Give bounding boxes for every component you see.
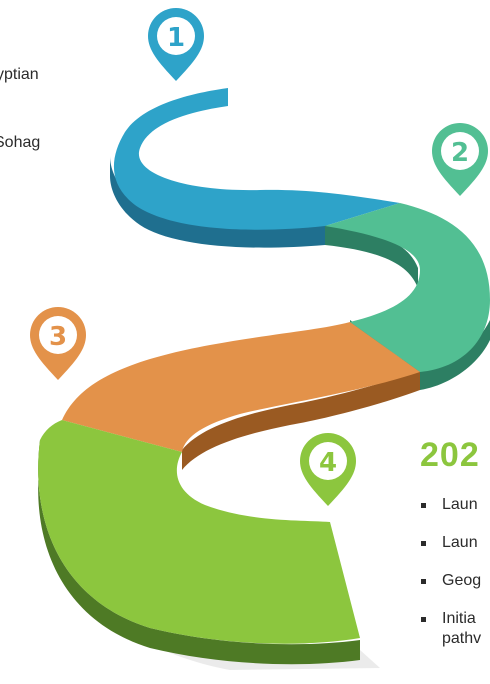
pin-number-4: 4: [319, 448, 337, 478]
bullet-item-2: Laun: [420, 534, 481, 572]
pin-number-3: 3: [49, 322, 67, 352]
bullet-text-1: Laun: [442, 496, 478, 513]
year-heading: 202: [420, 436, 480, 474]
road-segment-1: [113, 88, 401, 230]
pin-number-2: 2: [451, 138, 469, 168]
bullet-text-2: Laun: [442, 534, 478, 551]
bullet-list: Laun Laun Geog Initia pathv: [420, 496, 481, 648]
milestone-pin-1: 1: [148, 8, 204, 81]
road-segment-2: [325, 203, 490, 372]
milestone-pin-4: 4: [300, 433, 356, 506]
milestone-pin-3: 3: [30, 307, 86, 380]
left-text-line-2: Sohag: [0, 134, 41, 151]
road-segment-4: [38, 420, 360, 644]
road-segment-3: [62, 322, 420, 452]
bullet-text-4-line-2: pathv: [442, 630, 482, 647]
bullet-item-1: Laun: [420, 496, 481, 534]
milestone-pin-2: 2: [432, 123, 488, 196]
bullet-item-3: Geog: [420, 572, 481, 610]
bullet-text-4: Initia: [442, 610, 476, 627]
left-text-line-1: yptian: [0, 66, 39, 83]
pin-number-1: 1: [167, 23, 185, 53]
bullet-text-3: Geog: [442, 572, 482, 589]
bullet-item-4: Initia pathv: [420, 610, 481, 648]
